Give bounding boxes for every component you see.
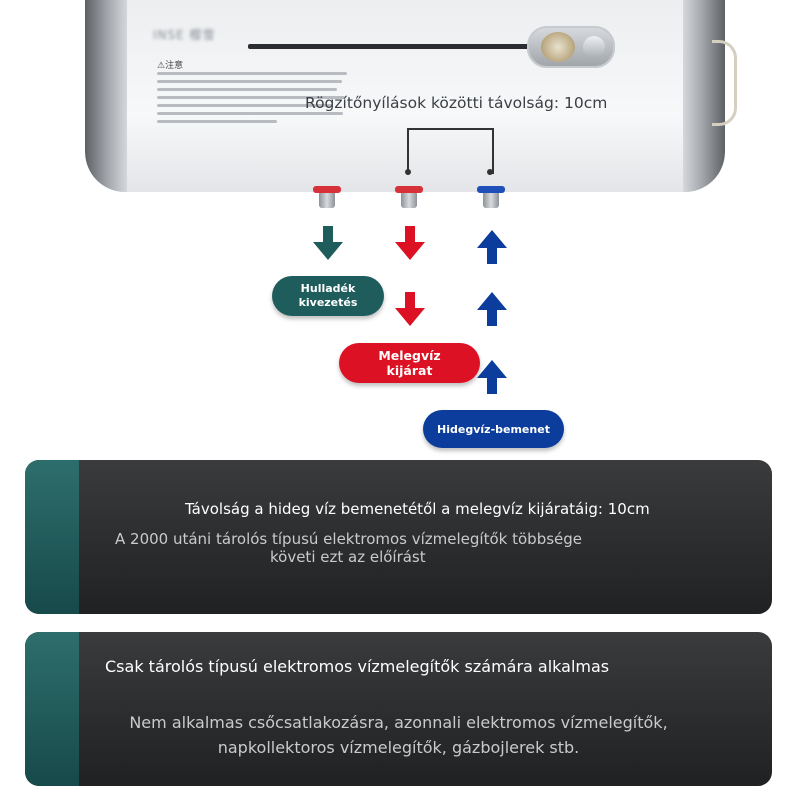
distance-bracket — [407, 128, 494, 174]
distance-info-card: Távolság a hideg víz bemenetétől a meleg… — [25, 460, 772, 614]
heater-vent-slot — [248, 44, 588, 49]
distance-info-line2: követi ezt az előírást — [270, 548, 426, 566]
gauge-dial — [541, 32, 575, 62]
heater-left-cap — [85, 0, 127, 192]
cold-arrow-up-icon — [477, 230, 507, 248]
compatibility-title: Csak tárolós típusú elektromos vízmelegí… — [105, 657, 610, 676]
heater-brand-logo: INSE 樱雪 — [153, 28, 216, 42]
drain-arrow-shaft — [323, 226, 333, 242]
cold-pipe-stem — [483, 193, 499, 208]
hot-pipe-ring — [395, 186, 423, 193]
water-heater-image: INSE 樱雪 ⚠注意 — [85, 0, 725, 192]
power-cable — [712, 40, 737, 126]
cold-pipe-ring — [477, 186, 505, 193]
heater-notice-title: ⚠注意 — [157, 61, 184, 71]
gauge-knob — [583, 36, 605, 58]
cold-pipe-connector — [477, 186, 505, 208]
heater-right-cap — [683, 0, 725, 192]
cold-arrow-shaft-2 — [487, 310, 497, 326]
hot-arrow-down-icon — [395, 242, 425, 260]
drain-pipe-connector — [313, 186, 341, 208]
hot-arrow-down-icon-2 — [395, 308, 425, 326]
cold-arrow-shaft-1 — [487, 248, 497, 264]
card-accent-bar — [25, 460, 79, 614]
hot-arrow-shaft-1 — [405, 226, 415, 242]
drain-arrow-down-icon — [313, 242, 343, 260]
hot-pipe-connector — [395, 186, 423, 208]
cold-arrow-shaft-3 — [487, 378, 497, 394]
bracket-dot-right — [487, 169, 493, 175]
cold-arrow-up-icon-3 — [477, 360, 507, 378]
drain-pipe-ring — [313, 186, 341, 193]
hot-pipe-stem — [401, 193, 417, 208]
heater-notice-text — [157, 72, 357, 128]
cold-water-inlet-label: Hidegvíz-bemenet — [423, 410, 564, 448]
fixing-hole-distance-label: Rögzítőnyílások közötti távolság: 10cm — [305, 94, 608, 112]
bracket-dot-left — [405, 169, 411, 175]
compatibility-body: Nem alkalmas csőcsatlakozásra, azonnali … — [129, 713, 668, 757]
distance-info-line1: A 2000 utáni tárolós típusú elektromos v… — [115, 530, 583, 548]
hot-arrow-shaft-2 — [405, 292, 415, 308]
distance-info-title: Távolság a hideg víz bemenetétől a meleg… — [185, 500, 650, 518]
thermometer-gauge-icon — [527, 26, 615, 68]
compatibility-info-card: Csak tárolós típusú elektromos vízmelegí… — [25, 632, 772, 786]
cold-arrow-up-icon-2 — [477, 292, 507, 310]
drain-pipe-stem — [319, 193, 335, 208]
card-accent-bar — [25, 632, 79, 786]
